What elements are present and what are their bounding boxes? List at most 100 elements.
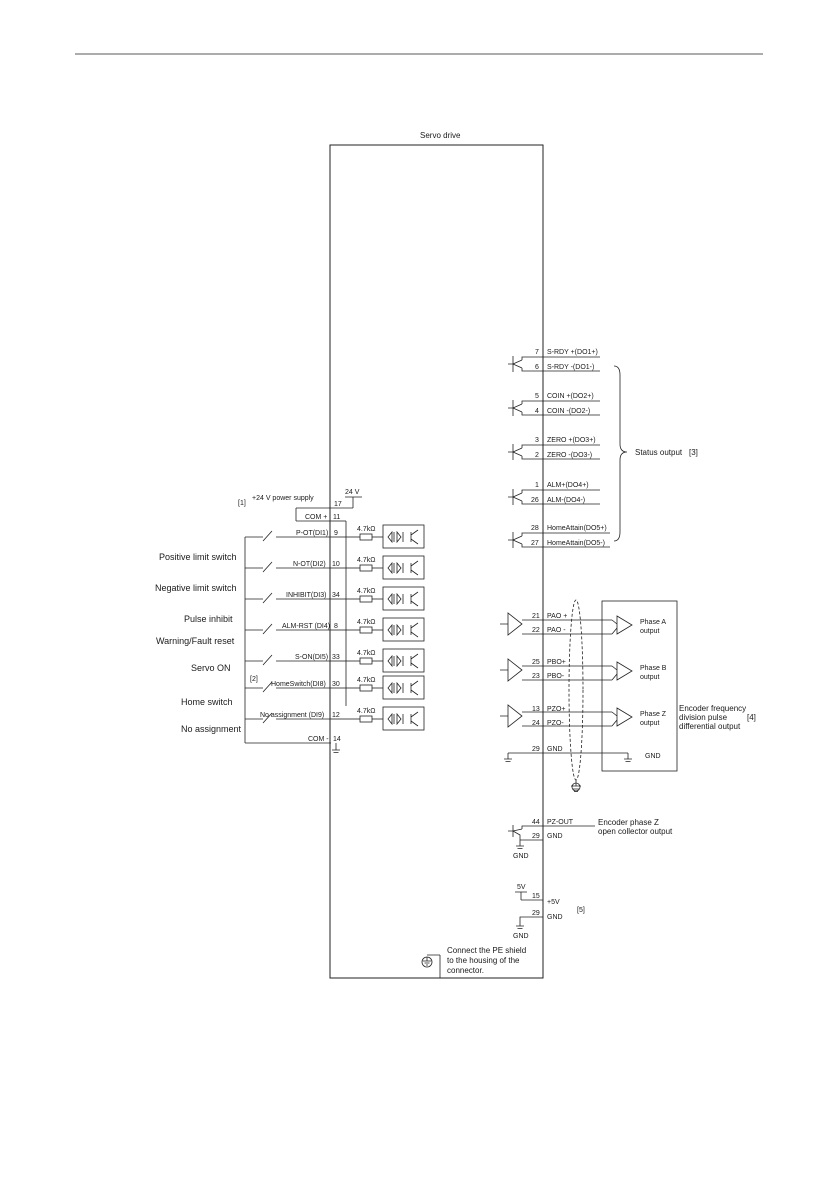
status-signal: COIN +(DO2+): [547, 393, 594, 400]
note-ref-3: [3]: [689, 448, 698, 457]
switch-contact-icon: [262, 623, 273, 635]
status-pair-4: 1 ALM+(DO4+) 26 ALM-(DO4-): [508, 482, 600, 505]
pin-17: 17: [334, 501, 342, 508]
resistor-icon: [359, 533, 373, 541]
oc-gnd-label: GND: [547, 833, 563, 840]
status-pin: 5: [535, 393, 539, 400]
transistor-icon: [508, 400, 600, 416]
resistor-label-5: 4.7kΩ: [357, 650, 375, 657]
phase-output-label: output: [640, 628, 660, 635]
status-pin: 6: [535, 364, 539, 371]
input-signal-4: ALM-RST (DI4): [282, 623, 330, 630]
status-pair-2: 5 COIN +(DO2+) 4 COIN -(DO2-): [508, 393, 600, 416]
supply-24v-label: 24 V: [345, 489, 360, 496]
line-driver-icon: [500, 704, 633, 728]
transistor-icon: [508, 532, 610, 548]
opto-circuit-5: 4.7kΩ: [331, 648, 425, 673]
input-pin-5: 33: [332, 654, 340, 661]
encoder-signal: PZO+: [547, 706, 565, 713]
encoder-oc-label-2: open collector output: [598, 827, 673, 836]
input-pin-1: 9: [334, 530, 338, 537]
supply-5v-signal: +5V: [547, 899, 560, 906]
supply-5v-section: 5V 15 +5V [5] 29 GND GND: [513, 884, 585, 940]
resistor-label-4: 4.7kΩ: [357, 619, 375, 626]
encoder-pin: 25: [532, 659, 540, 666]
input-function-2: Negative limit switch: [155, 583, 237, 593]
switch-contact-icon: [262, 654, 273, 666]
encoder-gnd-pin: 29: [532, 746, 540, 753]
servo-drive-box: [329, 144, 544, 979]
resistor-label-6: 4.7kΩ: [357, 677, 375, 684]
status-pin: 27: [531, 540, 539, 547]
status-pin: 3: [535, 437, 539, 444]
resistor-icon: [359, 626, 373, 634]
status-pin: 26: [531, 497, 539, 504]
input-function-3: Pulse inhibit: [184, 614, 233, 624]
com-minus-ground-icon: [332, 743, 340, 753]
input-row-2: N-OT(DI2) 10 Negative limit switch: [155, 561, 340, 593]
com-minus-label: COM -: [308, 736, 329, 743]
shield-note-3: connector.: [447, 966, 484, 975]
shield-note-1: Connect the PE shield: [447, 946, 526, 955]
input-signal-7: No assignment (DI9): [260, 712, 324, 719]
status-signal: ZERO -(DO3-): [547, 452, 592, 459]
encoder-signal: PZO-: [547, 720, 564, 727]
pin-14: 14: [333, 736, 341, 743]
supply-gnd-label: GND: [547, 914, 563, 921]
encoder-signal: PBO+: [547, 659, 566, 666]
optocoupler-icon: [382, 675, 425, 700]
input-signal-6: HomeSwitch(DI8): [271, 681, 326, 688]
resistor-icon: [359, 595, 373, 603]
input-row-1: P-OT(DI1) 9 Positive limit switch: [159, 530, 338, 562]
oc-gnd-pin: 29: [532, 833, 540, 840]
input-optocouplers: 4.7kΩ 4.7kΩ 4.7kΩ 4.7kΩ: [331, 524, 425, 731]
note-ref-1: [1]: [238, 500, 246, 507]
line-driver-icon: [500, 658, 633, 682]
encoder-pin: 24: [532, 720, 540, 727]
status-output-label: Status output: [635, 448, 683, 457]
phase-output-label: Phase A: [640, 619, 666, 626]
status-output-brace: [613, 365, 628, 542]
switch-contact-icon: [262, 592, 273, 604]
encoder-oc-section: 44 PZ-OUT 29 GND GND Encoder phase Z ope…: [508, 818, 673, 860]
phase-output-label: output: [640, 720, 660, 727]
input-pin-6: 30: [332, 681, 340, 688]
opto-circuit-6: 4.7kΩ: [331, 675, 425, 700]
digital-input-rows: P-OT(DI1) 9 Positive limit switch N-OT(D…: [155, 530, 340, 734]
status-pair-1: 7 S-RDY +(DO1+) 6 S-RDY -(DO1-): [508, 349, 600, 372]
input-pin-2: 10: [332, 561, 340, 568]
input-function-1: Positive limit switch: [159, 552, 237, 562]
phase-b: 25 PBO+ 23 PBO- Phase B output: [500, 658, 667, 682]
encoder-diff-label-1: Encoder frequency: [679, 704, 746, 713]
status-pin: 1: [535, 482, 539, 489]
input-row-6: HomeSwitch(DI8) 30 Home switch: [181, 681, 340, 707]
shield-note-2: to the housing of the: [447, 956, 520, 965]
oc-ground-label: GND: [513, 853, 529, 860]
switch-contact-icon: [262, 530, 273, 542]
power-supply-label: +24 V power supply: [252, 495, 314, 502]
switch-contact-icon: [262, 561, 273, 573]
status-signal: ALM-(DO4-): [547, 497, 585, 504]
status-signal: S-RDY -(DO1-): [547, 364, 594, 371]
resistor-label-1: 4.7kΩ: [357, 526, 375, 533]
pz-label: PZ-OUT: [547, 819, 574, 826]
opto-circuit-2: 4.7kΩ: [331, 555, 425, 580]
encoder-diff-label-2: division pulse: [679, 713, 728, 722]
input-signal-2: N-OT(DI2): [293, 561, 326, 568]
input-row-4: ALM-RST (DI4) 8 Warning/Fault reset: [156, 623, 338, 646]
supply-5v-pin: 15: [532, 893, 540, 900]
input-signal-5: S-ON(DI5): [295, 654, 328, 661]
encoder-pin: 21: [532, 613, 540, 620]
phase-a: 21 PAO + 22 PAO - Phase A output: [500, 612, 666, 636]
resistor-icon: [359, 715, 373, 723]
pe-shield-section: Connect the PE shield to the housing of …: [421, 946, 526, 978]
encoder-diff-section: 21 PAO + 22 PAO - Phase A output 25 PBO+…: [500, 599, 756, 792]
encoder-pin: 13: [532, 706, 540, 713]
input-function-4: Warning/Fault reset: [156, 636, 235, 646]
line-driver-icon: [500, 612, 633, 636]
phase-output-label: Phase B: [640, 665, 667, 672]
optocoupler-icon: [382, 648, 425, 673]
status-signal: ZERO +(DO3+): [547, 437, 596, 444]
input-row-5: S-ON(DI5) 33 Servo ON: [191, 654, 340, 673]
optocoupler-icon: [382, 524, 425, 549]
